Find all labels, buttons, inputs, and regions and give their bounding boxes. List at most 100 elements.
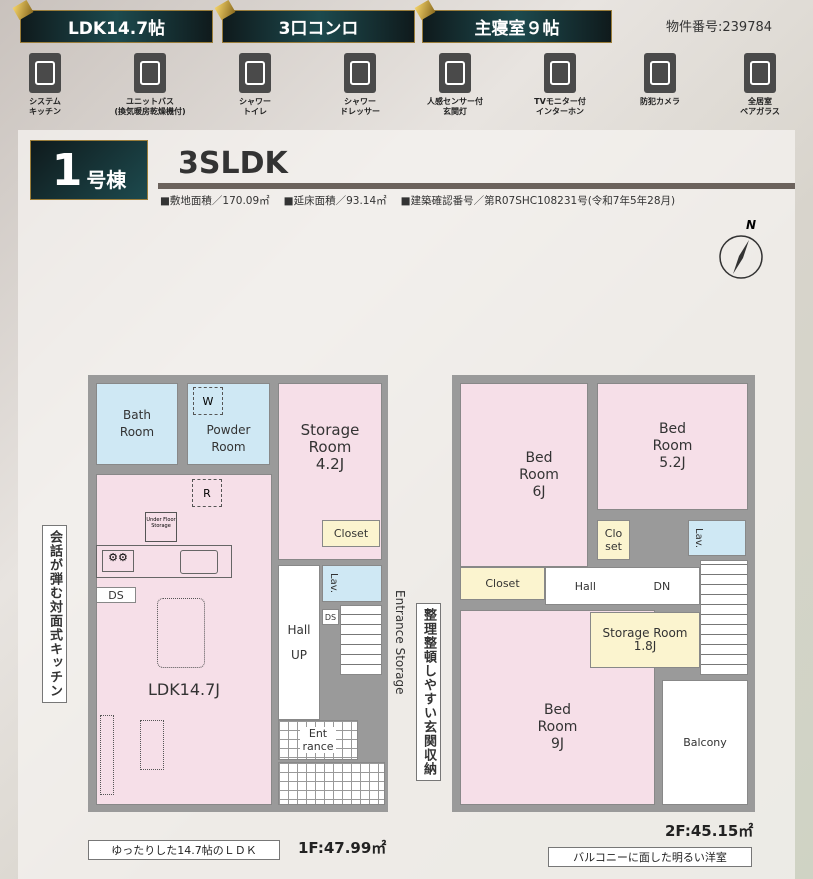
property-number: 物件番号:239784 [666, 20, 773, 35]
feature-label-line1: システム [29, 97, 61, 106]
feature-label-line2: トイレ [243, 107, 267, 116]
compass-icon: N [716, 218, 766, 280]
underfloor-storage: Under Floor Storage [145, 512, 177, 542]
fridge-space: R [192, 479, 222, 507]
divider [158, 183, 795, 189]
feature-label-line2: キッチン [29, 107, 61, 116]
entrance-porch [278, 762, 385, 805]
compass-north: N [746, 218, 757, 232]
feature-system-kitchen: システムキッチン [0, 53, 90, 117]
building-suffix: 号棟 [86, 168, 127, 192]
feature-label: TVモニター付インターホン [515, 97, 605, 117]
feature-security-camera: 防犯カメラ [615, 53, 705, 107]
shower-dresser-icon [344, 53, 376, 93]
closet-2f: Closet [460, 567, 545, 600]
up-label: UP [290, 647, 308, 662]
info-line: ■敷地面積／170.09㎡ ■延床面積／93.14㎡ ■建築確認番号／第R07S… [160, 193, 675, 208]
site-area: ■敷地面積／170.09㎡ [160, 195, 270, 207]
storage-room-2f-label: Storage Room 1.8J [602, 626, 688, 653]
feature-label-line2: ドレッサー [340, 107, 380, 116]
system-kitchen-icon [29, 53, 61, 93]
ds-1f-hall: DS [322, 609, 339, 625]
feature-label: シャワードレッサー [315, 97, 405, 117]
stairs-1f [340, 605, 382, 675]
powder-room: Powder Room [187, 383, 270, 465]
bed-room-9j-label: Bed Room 9J [537, 702, 578, 752]
entrance: Ent rance [278, 720, 358, 760]
hall-2f-label: Hall [574, 579, 596, 593]
ds-1f-kitchen: DS [96, 587, 136, 603]
ldk: LDK14.7J [96, 474, 272, 805]
feature-shower-dresser: シャワードレッサー [315, 53, 405, 117]
bath-room: Bath Room [96, 383, 178, 465]
badge-master-bedroom: 主寝室９帖 [422, 10, 612, 43]
feature-label-line2: インターホン [536, 107, 584, 116]
ldk-label: LDK14.7J [147, 680, 221, 699]
tv-intercom-icon [544, 53, 576, 93]
toilet-1f: Lav. [322, 565, 382, 602]
bed-room-5j: Bed Room 5.2J [597, 383, 748, 510]
bed-room-5j-label: Bed Room 5.2J [652, 421, 693, 471]
floor-area: ■延床面積／93.14㎡ [283, 195, 387, 207]
badge-ldk: LDK14.7帖 [20, 10, 213, 43]
closet-small-2f: Clo set [597, 520, 630, 560]
feature-label-line1: 防犯カメラ [640, 97, 680, 106]
stairs-2f [700, 560, 748, 675]
entrance-storage-label: Entrance Storage [393, 590, 407, 695]
closet-small-label: Clo set [604, 527, 623, 553]
storage-room-1f-label: Storage Room 4.2J [300, 421, 360, 473]
feature-label: 全居室ペアガラス [715, 97, 805, 117]
note-entrance-storage: 整理整頓しやすい玄関収納 [416, 603, 441, 781]
sink-icon [180, 550, 218, 574]
powder-room-label: Powder Room [206, 423, 251, 454]
balcony: Balcony [662, 680, 748, 805]
feature-sensor-light: 人感センサー付玄関灯 [410, 53, 500, 117]
feature-label: ユニットバス(換気暖房乾燥機付) [105, 97, 195, 117]
hall-1f-label: Hall [287, 622, 311, 637]
feature-label: 人感センサー付玄関灯 [410, 97, 500, 117]
storage-room-2f: Storage Room 1.8J [590, 612, 700, 668]
bed-room-6j: Bed Room 6J [460, 383, 588, 567]
toilet-2f: Lav. [688, 520, 746, 556]
feature-label: 防犯カメラ [615, 97, 705, 107]
lav-1f-label: Lav. [328, 573, 339, 594]
dining-table [157, 598, 205, 668]
feature-label-line1: 人感センサー付 [427, 97, 483, 106]
closet-1f: Closet [322, 520, 380, 547]
dn-label: DN [653, 579, 671, 593]
washer-space: W [193, 387, 223, 415]
feature-shower-toilet: シャワートイレ [210, 53, 300, 117]
feature-label-line1: シャワー [239, 97, 271, 106]
feature-label: シャワートイレ [210, 97, 300, 117]
shower-toilet-icon [239, 53, 271, 93]
bath-room-label: Bath Room [119, 408, 155, 439]
pair-glass-icon [744, 53, 776, 93]
note-balcony: バルコニーに面した明るい洋室 [548, 847, 752, 867]
stove-icon: ⚙⚙ [102, 550, 134, 572]
floor2-area: 2F:45.15㎡ [665, 822, 754, 840]
note-kitchen: 会話が弾む対面式キッチン [42, 525, 67, 703]
feature-label-line1: 全居室 [748, 97, 772, 106]
sensor-light-icon [439, 53, 471, 93]
note-ldk: ゆったりした14.7帖のＬＤＫ [88, 840, 280, 860]
building-number: 1 [51, 145, 83, 196]
feature-label: システムキッチン [0, 97, 90, 117]
feature-label-line1: シャワー [344, 97, 376, 106]
tv-board [100, 715, 114, 795]
entrance-label: Ent rance [300, 727, 336, 753]
bed-room-6j-label: Bed Room 6J [519, 449, 559, 500]
sofa [140, 720, 164, 770]
layout-type: 3SLDK [178, 146, 288, 181]
feature-label-line2: (換気暖房乾燥機付) [114, 107, 186, 116]
feature-label-line2: ペアガラス [740, 107, 780, 116]
feature-tv-intercom: TVモニター付インターホン [515, 53, 605, 117]
lav-2f-label: Lav. [693, 527, 704, 549]
feature-pair-glass: 全居室ペアガラス [715, 53, 805, 117]
security-camera-icon [644, 53, 676, 93]
feature-label-line1: ユニットバス [126, 97, 174, 106]
feature-label-line2: 玄関灯 [443, 107, 467, 116]
badge-stove: 3口コンロ [222, 10, 415, 43]
permit-number: ■建築確認番号／第R07SHC108231号(令和7年5年28月) [400, 195, 676, 207]
